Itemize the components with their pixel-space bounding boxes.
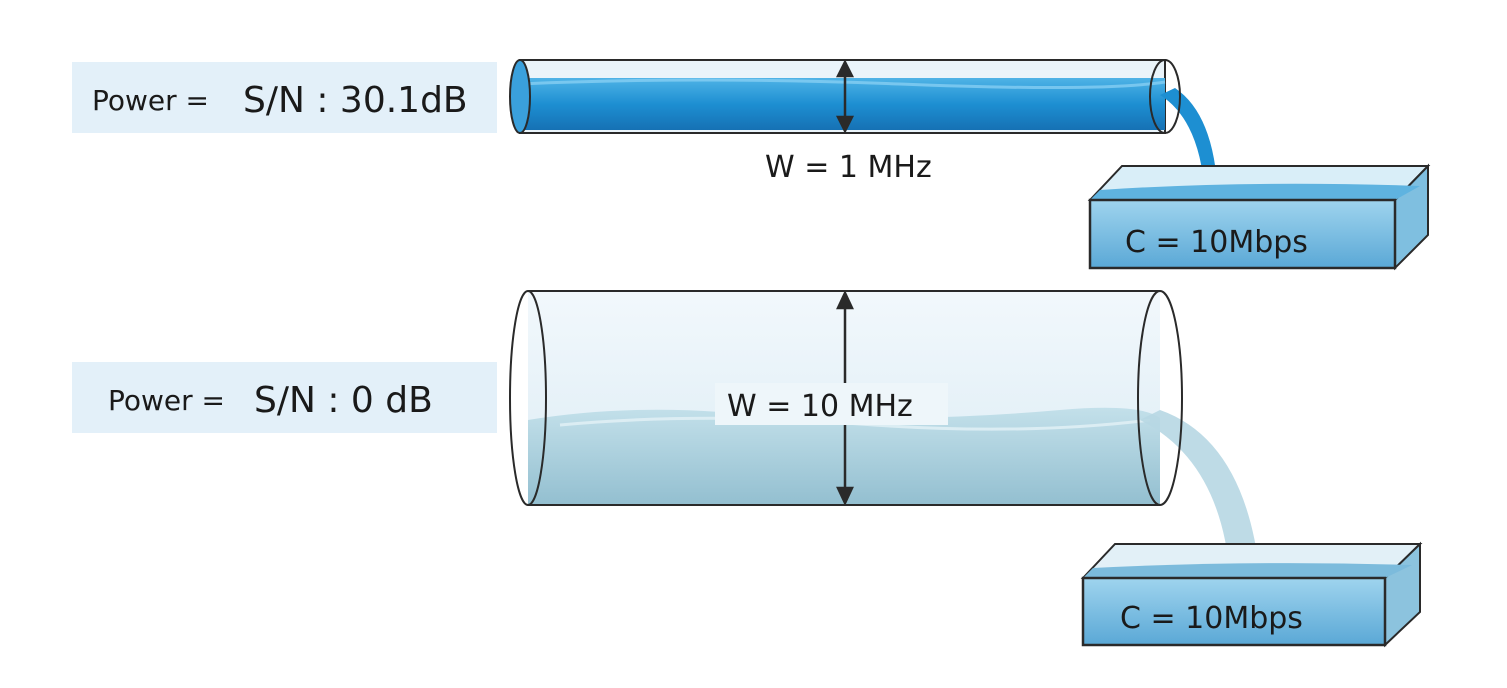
top-narrow-pipe [509, 59, 1218, 198]
top-bandwidth-label: W = 1 MHz [765, 150, 932, 185]
power-value: S/N : 0 dB [254, 380, 433, 421]
top-capacity-label: C = 10Mbps [1125, 225, 1308, 260]
bottom-wide-pipe: W = 10 MHz [509, 290, 1260, 575]
bottom-tank: C = 10Mbps [1080, 541, 1423, 648]
bandwidth-arrow [835, 59, 855, 134]
bottom-power-label: Power = S/N : 0 dB [72, 362, 497, 433]
power-prefix: Power = [108, 384, 225, 417]
power-prefix: Power = [92, 84, 209, 117]
bottom-capacity-label: C = 10Mbps [1120, 601, 1303, 636]
top-tank: C = 10Mbps [1087, 163, 1431, 271]
top-power-label: Power = S/N : 30.1dB [72, 62, 497, 133]
power-value: S/N : 30.1dB [243, 80, 468, 121]
bottom-bandwidth-label: W = 10 MHz [727, 389, 913, 424]
